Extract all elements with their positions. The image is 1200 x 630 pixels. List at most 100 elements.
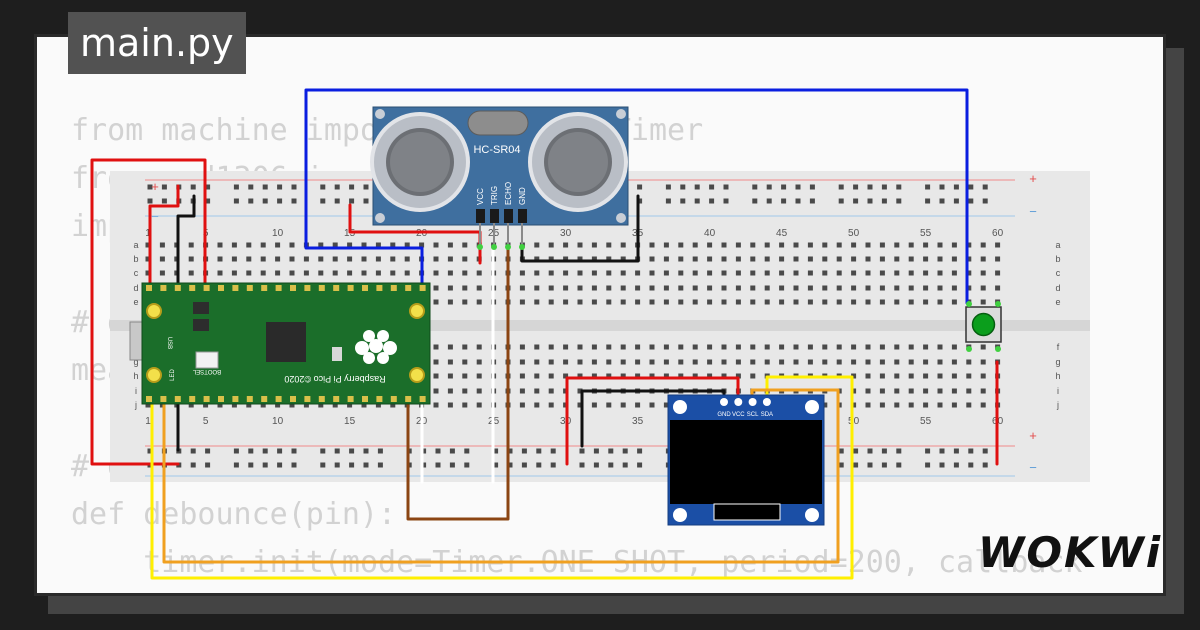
pico-pin [218,285,224,291]
row-letter: d [1055,283,1060,293]
pico-pin [390,285,397,291]
oled-ribbon [713,503,781,521]
row-letter: a [1055,240,1060,250]
pico-pin [203,285,210,291]
pico-mount-hole [409,367,425,383]
wokwi-logo: WOKWi [978,528,1163,577]
wire-orange-scl[interactable] [162,388,840,564]
file-tab[interactable]: main.py [68,12,246,74]
row-letter: j [1056,400,1059,410]
row-letter: h [1055,371,1060,381]
code-line: def debounce(pin): [71,497,397,532]
button-cap[interactable] [971,312,996,337]
oled-pin-label: GND [717,412,731,418]
rail-minus-sign: − [1029,460,1037,475]
pico-pin [218,396,224,402]
column-number: 50 [848,416,860,427]
pico-chip-small [193,319,209,331]
pico-pin [376,285,383,291]
pico-pin [246,285,253,291]
sensor-pin-label: VCC [476,188,485,205]
row-letter: i [1057,386,1059,396]
oled-mount-hole [805,400,819,414]
pico-pin [318,396,325,402]
pico-led [332,347,342,361]
sensor-pin-header [476,209,485,223]
oled-pin [748,398,757,406]
row-letter: c [1056,268,1061,278]
wire-red-oled-vcc[interactable] [565,376,740,466]
pico-pin [146,285,152,291]
bootsel-button[interactable] [195,351,219,369]
oled-pin [720,398,728,406]
column-number: 60 [992,228,1004,239]
pico-pin [246,396,253,402]
usb-label: USB [166,337,172,349]
pico-pin [405,396,412,402]
pico-pin [174,285,181,291]
column-number: 55 [920,228,932,239]
column-number: 15 [344,416,356,427]
row-letter: a [133,240,138,250]
wire-red-rail-left[interactable] [148,184,180,285]
sensor-pin-label: TRIG [490,186,499,205]
column-number: 55 [920,416,932,427]
pico-pin [174,396,181,402]
pico-pin [333,396,340,402]
wire-blue[interactable] [304,88,969,305]
pico-silkscreen: Raspberry Pi Pico ©2020 [284,374,385,384]
sensor-label: HC-SR04 [473,144,520,156]
sensor-pin-header [490,209,499,223]
wires [90,88,999,580]
oled-mount-hole [673,508,687,522]
pico-pin [160,396,167,402]
pico-pin [405,285,412,291]
raspberry-logo-icon [355,330,397,364]
column-number: 35 [632,416,644,427]
bootsel-label: BOOTSEL [192,368,221,374]
row-letter: b [1055,254,1060,264]
row-letter: g [1055,357,1060,367]
rail-plus-sign: + [151,179,159,194]
pico-pin [362,396,368,402]
pico-mount-hole [146,303,162,319]
column-number: 1 [145,228,151,239]
pico-pin [232,396,239,402]
row-letter: c [134,268,139,278]
row-letter: d [133,283,138,293]
sensor-pin-header [504,209,513,223]
pico-pin [290,396,296,402]
rail-plus-sign: + [1029,171,1037,186]
rail-plus-sign: + [1029,428,1037,443]
pico-pin [160,285,167,291]
row-letter: g [133,357,138,367]
pico-mount-hole [146,367,162,383]
sensor-transducer-right [528,112,628,212]
pico-board[interactable]: Raspberry Pi Pico ©2020 BOOTSEL USB LED [129,282,431,405]
pico-pin [189,285,196,291]
oled-pin-label: SDA [761,412,773,418]
push-button[interactable] [965,301,1002,352]
wire-black-sensor-gnd[interactable] [520,194,640,263]
wire-brown-echo[interactable] [406,248,510,521]
column-number: 1 [145,416,151,427]
pico-pin [290,285,296,291]
sensor-pin-contact [477,244,483,250]
row-letter: j [134,400,137,410]
pico-pin [232,285,239,291]
sensor-pin-contact [505,244,511,250]
pico-chip-small [193,302,209,314]
breadboard-channel [110,320,1090,331]
wire-red-long-left[interactable] [90,158,207,466]
row-letter: h [133,371,138,381]
rail-minus-sign: − [1029,204,1037,219]
wire-yellow-sda[interactable] [150,375,854,580]
oled-pin-label: SCL [747,412,759,418]
row-letter: f [1057,342,1060,352]
wire-black-left[interactable] [176,194,196,285]
column-number: 50 [848,228,860,239]
